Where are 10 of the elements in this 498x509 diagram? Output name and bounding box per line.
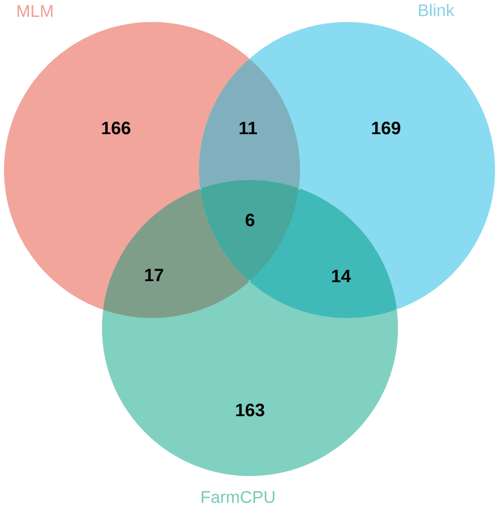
count-label: 14	[332, 270, 351, 282]
count-label: 166	[102, 122, 130, 134]
count-label: 6	[246, 214, 254, 226]
set-label: MLM	[18, 5, 52, 17]
count-label: 169	[372, 122, 400, 134]
set-label: Blink	[419, 4, 454, 16]
count-label: 17	[145, 268, 164, 282]
set-label: FarmCPU	[202, 491, 274, 503]
count-label: 11	[240, 122, 257, 134]
count-label: 163	[236, 404, 264, 416]
